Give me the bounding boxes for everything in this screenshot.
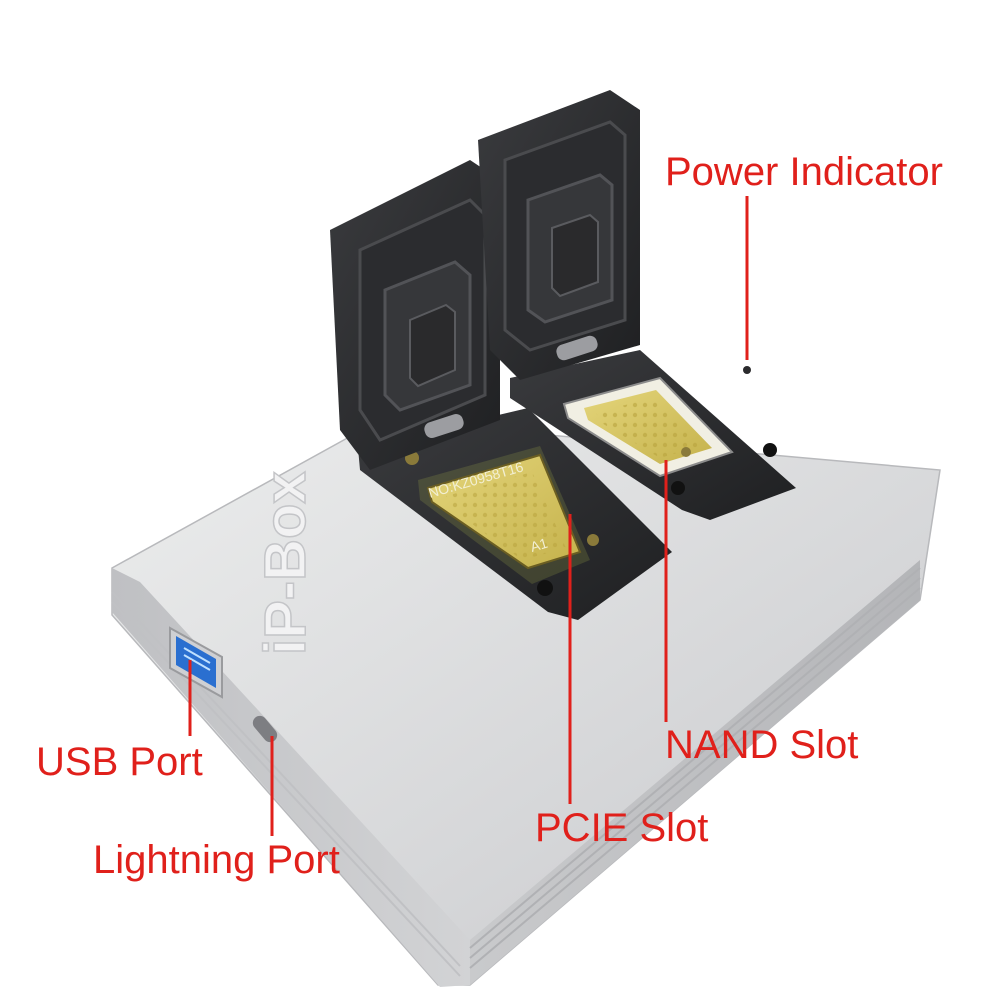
power-indicator-led: [743, 366, 751, 374]
callout-lines: [188, 196, 749, 836]
brand-logo: iP-Box: [252, 471, 319, 656]
device-housing: [111, 419, 941, 987]
pcie-slot-label: PCIE Slot: [535, 806, 709, 850]
pcie-socket-lid: [330, 160, 500, 470]
lightning-port: [252, 715, 278, 743]
nand-socket: [510, 350, 796, 520]
lightning-port-label: Lightning Port: [93, 838, 340, 882]
nand-socket-lid: [478, 90, 640, 380]
pcie-pad-corner: A1: [528, 535, 549, 555]
pcie-socket: NO:KZ0958T16 A1: [358, 408, 672, 620]
svg-text:iP-Box: iP-Box: [253, 471, 318, 655]
usb-port-label: USB Port: [36, 740, 203, 784]
usb-port: [169, 626, 223, 699]
power-indicator-label: Power Indicator: [665, 150, 943, 194]
nand-slot-label: NAND Slot: [665, 723, 859, 767]
